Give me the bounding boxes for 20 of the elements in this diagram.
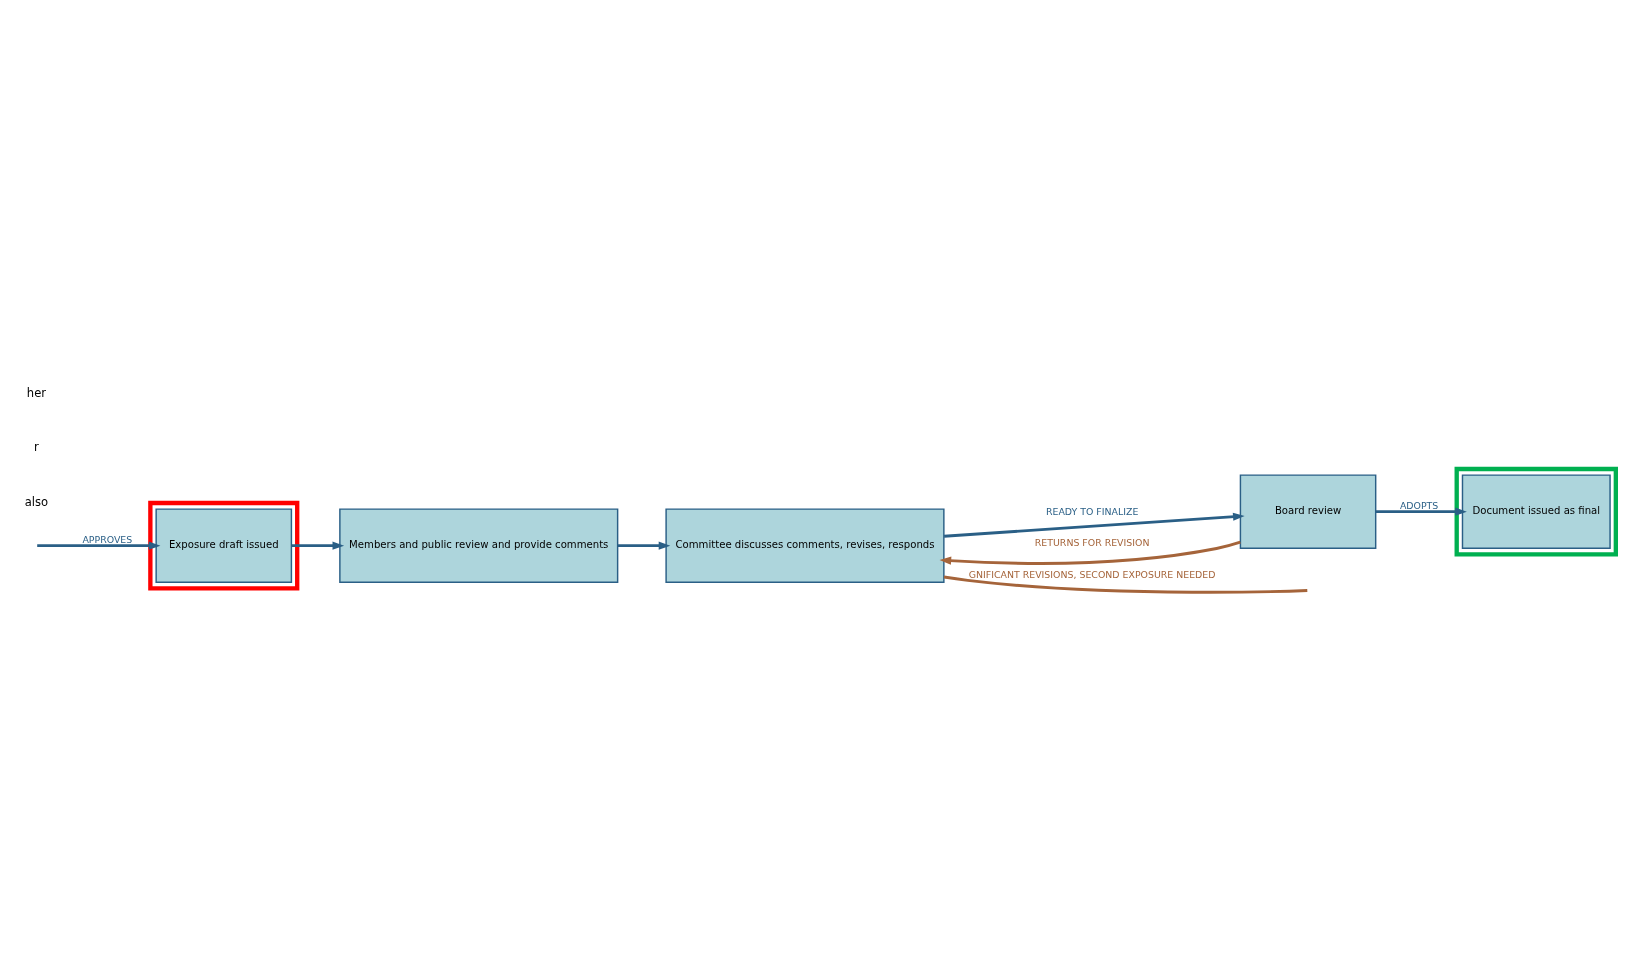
node-box: Committee discusses comments, revises, responds — [665, 508, 945, 583]
node-box: Document issued as final — [1461, 474, 1611, 549]
label: her — [26, 386, 47, 401]
edge-label: GNIFICANT REVISIONS, SECOND EXPOSURE NEEDED — [968, 568, 1216, 580]
connector — [943, 575, 1308, 594]
edge-label: RETURNS FOR REVISION — [1034, 536, 1150, 548]
edge-label: READY TO FINALIZE — [1045, 505, 1139, 517]
arrow — [939, 540, 1241, 565]
node-box: Board review — [1239, 474, 1377, 549]
arrow — [1375, 507, 1467, 516]
arrow — [617, 541, 671, 550]
label: also — [24, 494, 49, 509]
edge-label: ADOPTS — [1399, 500, 1439, 512]
label: r — [34, 440, 39, 455]
node-box: Exposure draft issued — [155, 508, 293, 583]
node-box: Members and public review and provide comments — [339, 508, 619, 583]
edge-label: APPROVES — [82, 534, 133, 546]
arrow — [944, 512, 1245, 538]
arrow — [291, 541, 345, 550]
arrow — [37, 541, 161, 550]
